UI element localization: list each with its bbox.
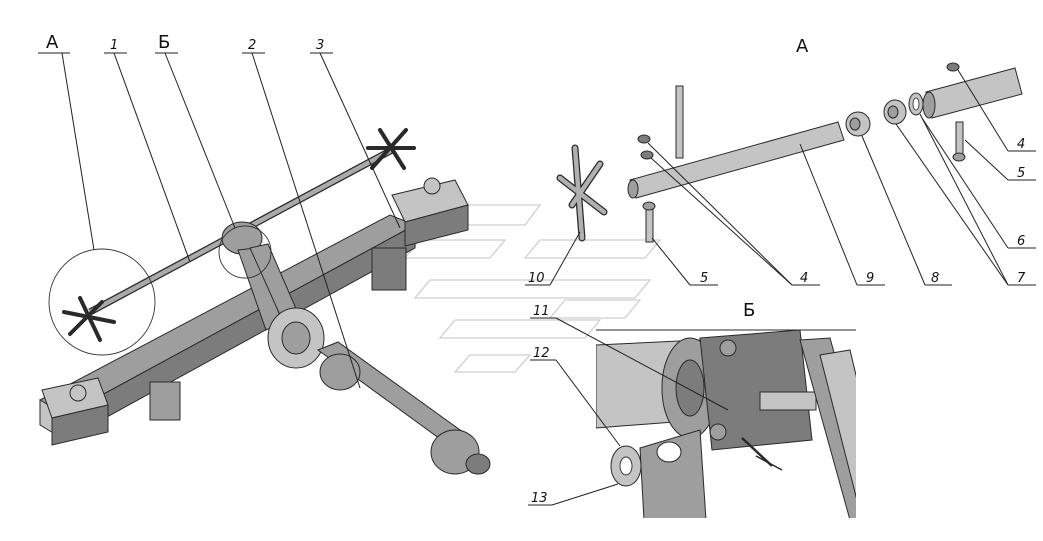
main-assembly	[38, 128, 491, 475]
detail-b-title: Б	[743, 300, 755, 321]
callout-5-right: 5	[1017, 166, 1025, 181]
callout-4-left: 4	[800, 271, 808, 286]
callout-10: 10	[528, 271, 545, 286]
main-view-label-b: Б	[158, 32, 170, 53]
callout-11: 11	[533, 304, 550, 319]
callout-2: 2	[248, 38, 256, 53]
detail-circle-b	[218, 225, 272, 279]
callout-9: 9	[866, 271, 874, 286]
detail-a-exploded-view	[556, 62, 1023, 243]
stylized-logo-watermark-icon	[403, 204, 662, 373]
callout-8: 8	[931, 271, 939, 286]
detail-circle-a	[48, 248, 156, 356]
detail-b-enlarged-view	[596, 329, 856, 518]
view-titles: А Б А Б	[46, 32, 809, 321]
callout-6: 6	[1017, 234, 1025, 249]
callout-5-left: 5	[700, 271, 708, 286]
detail-a-title: А	[796, 36, 809, 57]
leader-lines	[38, 52, 1036, 506]
callout-13: 13	[531, 491, 548, 506]
callout-12: 12	[533, 346, 550, 361]
callout-4-right: 4	[1017, 137, 1025, 152]
callout-numbers: 1 2 3 4 5 6 7 8 9 4 5 10 11 12 13	[110, 38, 1026, 506]
callout-7: 7	[1017, 271, 1026, 286]
callout-3: 3	[316, 38, 324, 53]
main-view-label-a: А	[46, 32, 59, 53]
callout-1: 1	[110, 38, 118, 53]
